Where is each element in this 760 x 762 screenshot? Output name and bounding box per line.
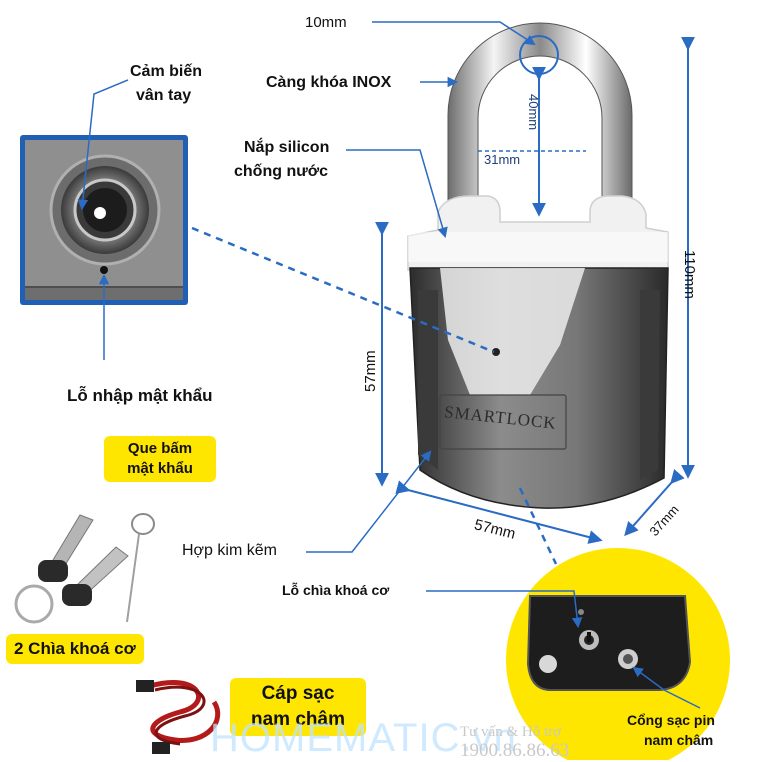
watermark-phone: 1900.86.86.63 [460,740,570,761]
pin-tool-badge-line1: Que bấm [127,440,193,457]
watermark-brand: HOMEMATIC.vn [210,716,517,760]
silicone-cover [407,195,669,271]
key-hole-label: Lỗ chìa khoá cơ [282,582,390,598]
sensor-label-line1: Cảm biến [130,63,203,80]
keys-badge: 2 Chìa khoá cơ [6,634,144,664]
port-label-line1: Cổng sạc pin [627,712,715,728]
charging-cable [136,680,221,754]
total-height-dimension: 110mm [681,250,698,299]
cover-label-line1: Nắp silicon [244,139,330,156]
shackle-size-label: 10mm [305,14,347,31]
body-height-dimension: 57mm [362,350,379,392]
cable-badge-line2: nam châm [251,709,345,730]
code-hole-label: Lỗ nhập mật khẩu [67,386,213,405]
bottom-view-circle [506,548,730,760]
pin-tool-badge: Que bấm mật khẩu [104,436,216,482]
cable-badge-line1: Cáp sạc [261,683,335,704]
shackle-width-dimension: 31mm [484,152,521,167]
shackle-height-dimension: 40mm [526,94,541,131]
watermark-support: Tư vấn & Hỗ trợ [460,724,562,740]
zinc-alloy-label: Hợp kim kẽm [182,542,277,559]
pin-tool-badge-line2: mật khẩu [127,460,193,477]
mechanical-keys [14,514,129,624]
port-label-line2: nam châm [644,732,714,748]
cover-label-line2: chống nước [234,163,329,180]
shackle-material-label: Càng khóa INOX [266,74,392,91]
lock-body [409,267,669,509]
fingerprint-inset [20,135,188,305]
cable-badge: Cáp sạc nam châm [230,678,366,736]
pin-tool [126,513,155,623]
sensor-label-line2: vân tay [136,87,192,104]
